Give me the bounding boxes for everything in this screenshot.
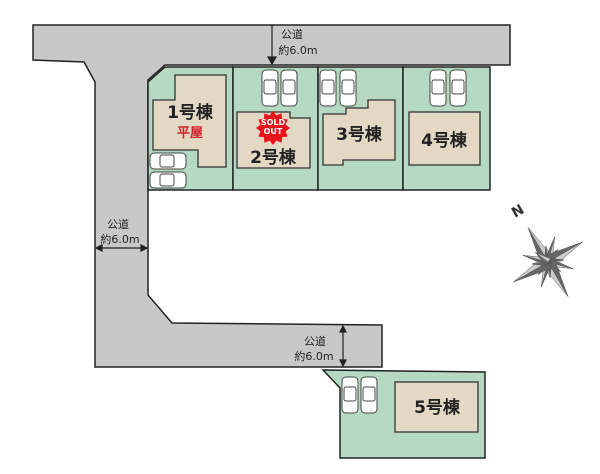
car-icon bbox=[149, 171, 187, 189]
road-top-width: 約6.0m bbox=[278, 43, 317, 57]
lot-1-label: 1号棟 bbox=[167, 102, 214, 123]
car-icon bbox=[149, 152, 187, 170]
lot-1-note: 平屋 bbox=[177, 126, 203, 141]
house-1 bbox=[152, 74, 227, 168]
sold-out-badge: SOLD OUT bbox=[256, 111, 290, 145]
lot-3-label: 3号棟 bbox=[336, 124, 383, 145]
compass-rose-icon: N bbox=[509, 202, 583, 297]
lot-2-label: 2号棟 bbox=[250, 147, 297, 168]
road-bottom-name: 公道 bbox=[304, 334, 326, 348]
sold-out-text-1: SOLD bbox=[261, 118, 286, 127]
car-icon bbox=[339, 69, 357, 107]
dimension-arrows bbox=[94, 25, 347, 368]
sold-out-text-2: OUT bbox=[264, 127, 283, 136]
car-icon bbox=[360, 376, 378, 414]
car-icon bbox=[280, 69, 298, 107]
car-icon bbox=[341, 376, 359, 414]
house-5 bbox=[394, 381, 479, 433]
lot-5-label: 5号棟 bbox=[414, 397, 461, 418]
car-icon bbox=[261, 69, 279, 107]
public-road bbox=[32, 24, 511, 368]
road-top-name: 公道 bbox=[281, 27, 303, 41]
house-3 bbox=[322, 99, 396, 166]
lot-4-label: 4号棟 bbox=[421, 130, 468, 151]
car-icon bbox=[319, 69, 337, 107]
parking-spaces bbox=[149, 69, 467, 414]
road-bottom-width: 約6.0m bbox=[294, 349, 333, 363]
car-icon bbox=[429, 69, 447, 107]
road-left-width: 約6.0m bbox=[100, 232, 139, 246]
road-left-name: 公道 bbox=[107, 217, 129, 231]
car-icon bbox=[449, 69, 467, 107]
north-label: N bbox=[509, 202, 527, 222]
house-4 bbox=[408, 111, 481, 166]
compass-point bbox=[535, 252, 551, 263]
